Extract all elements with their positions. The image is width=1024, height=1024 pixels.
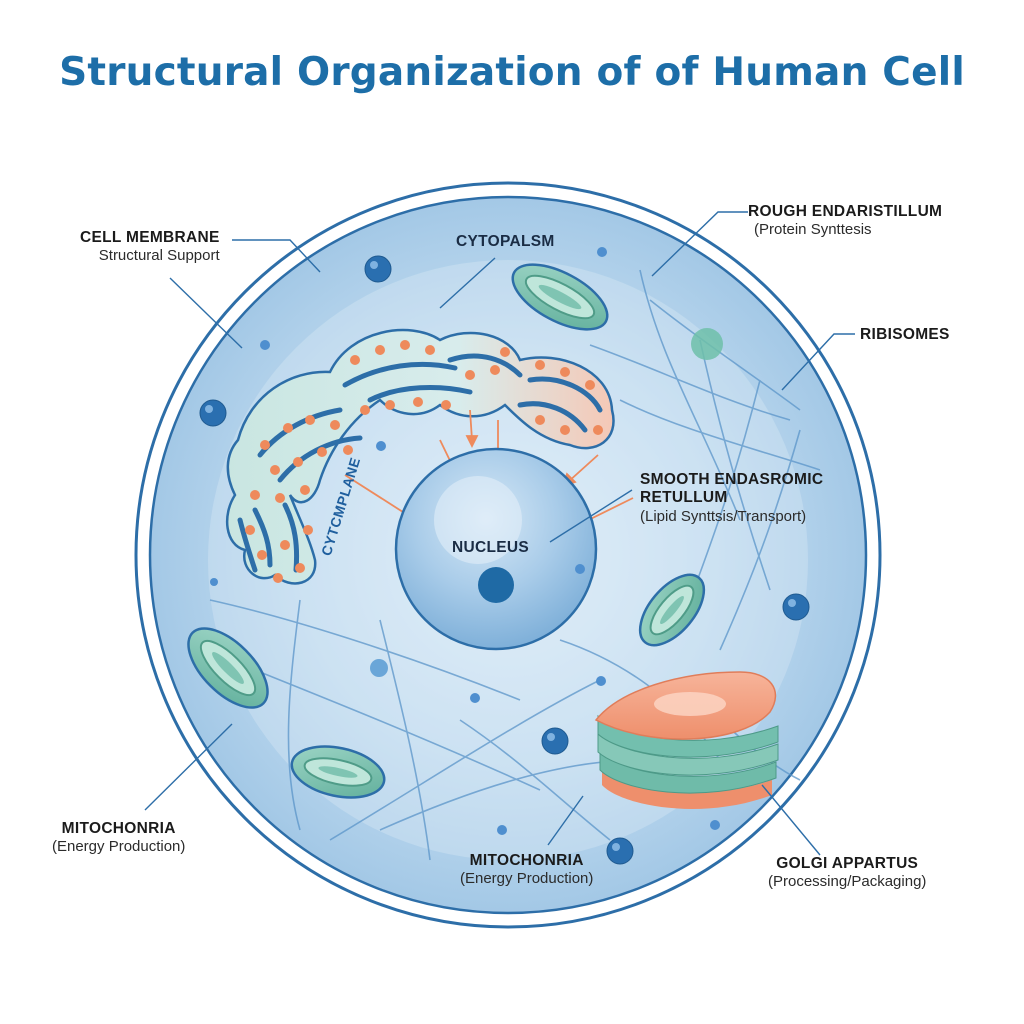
label-mito-bottom: MITOCHONRIA (Energy Production) xyxy=(460,852,593,888)
label-mito-left-sub: (Energy Production) xyxy=(52,838,186,856)
label-golgi: GOLGI APPARTUS (Processing/Packaging) xyxy=(768,855,926,891)
label-cytoplasm: CYTOPALSM xyxy=(456,233,555,250)
label-ribosomes-name: RIBISOMES xyxy=(860,326,950,343)
label-rough-er-name: ROUGH ENDARISTILLUM xyxy=(748,203,943,220)
label-rough-er-sub: (Protein Synttesis xyxy=(754,221,872,239)
cytoskeleton-filaments xyxy=(209,269,821,861)
mitochondrion-left xyxy=(187,627,269,709)
vesicles xyxy=(199,247,810,865)
label-golgi-name: GOLGI APPARTUS xyxy=(776,855,919,872)
label-smooth-er-name1: SMOOTH ENDASROMIC xyxy=(640,471,824,488)
nucleus-highlight xyxy=(434,476,522,564)
label-cell-membrane: CELL MEMBRANE Structural Support xyxy=(80,229,220,265)
label-ribosomes: RIBISOMES xyxy=(860,326,950,344)
label-mito-bottom-sub: (Energy Production) xyxy=(460,870,594,888)
label-mito-left: MITOCHONRIA (Energy Production) xyxy=(52,820,185,856)
leader-lines xyxy=(144,211,855,856)
golgi-apparatus xyxy=(594,671,779,809)
label-cell-membrane-sub: Structural Support xyxy=(98,247,220,265)
label-smooth-er-name2: RETULLUM xyxy=(640,489,728,507)
label-mito-bottom-name: MITOCHONRIA xyxy=(469,852,584,869)
nucleolus xyxy=(478,567,514,603)
rough-er xyxy=(225,328,615,585)
label-smooth-er: SMOOTH ENDASROMIC RETULLUM (Lipid Syntts… xyxy=(640,471,823,525)
label-rough-er: ROUGH ENDARISTILLUM (Protein Synttesis xyxy=(748,203,942,239)
page-title: Structural Organization of of Human Cell xyxy=(59,50,965,95)
mitochondrion-top xyxy=(511,263,609,331)
mitochondrion-bottom xyxy=(290,745,386,799)
label-cell-membrane-name: CELL MEMBRANE xyxy=(80,229,220,246)
label-smooth-er-sub: (Lipid Synttsis/Transport) xyxy=(640,507,807,525)
label-nucleus: NUCLEUS xyxy=(452,539,530,556)
label-mito-left-name: MITOCHONRIA xyxy=(61,820,176,837)
mitochondrion-right xyxy=(638,573,706,647)
label-golgi-sub: (Processing/Packaging) xyxy=(768,873,927,891)
